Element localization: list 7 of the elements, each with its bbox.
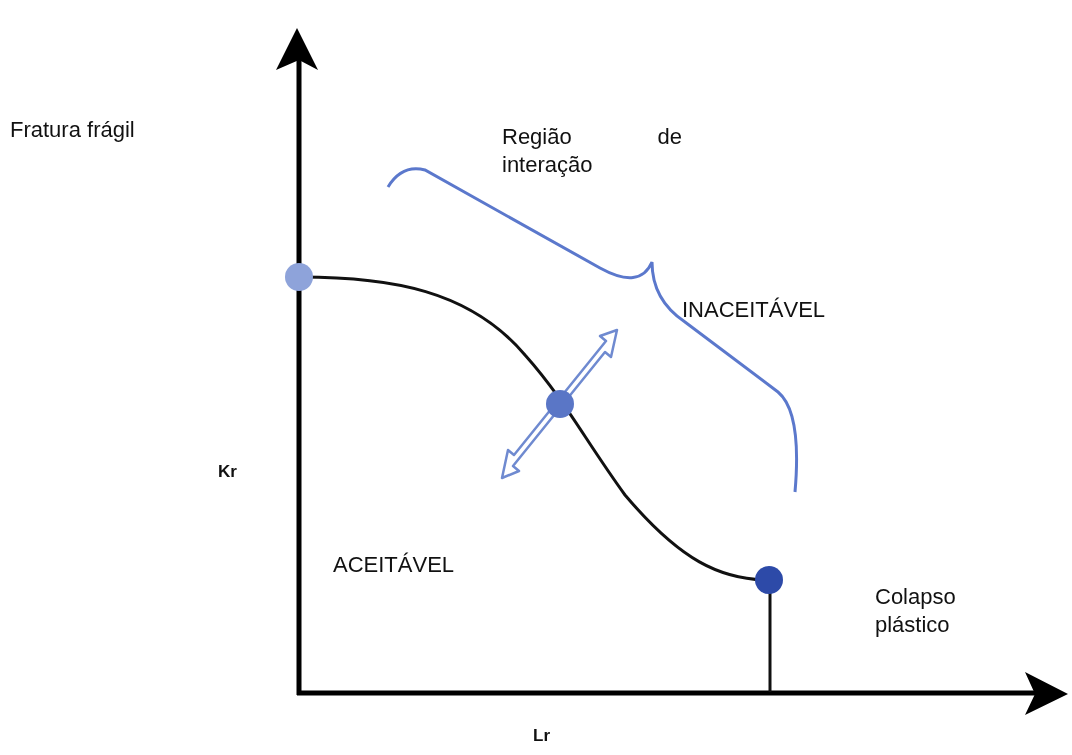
annotation-label: Fratura frágil (10, 117, 135, 142)
axis-label: Lr (533, 726, 550, 745)
axis-label: Kr (218, 462, 237, 481)
region-label: INACEITÁVEL (682, 297, 826, 322)
annotation-label: Colapso plástico (875, 584, 956, 637)
region-label: Região de interação (502, 124, 682, 177)
region-label: ACEITÁVEL (333, 552, 455, 577)
